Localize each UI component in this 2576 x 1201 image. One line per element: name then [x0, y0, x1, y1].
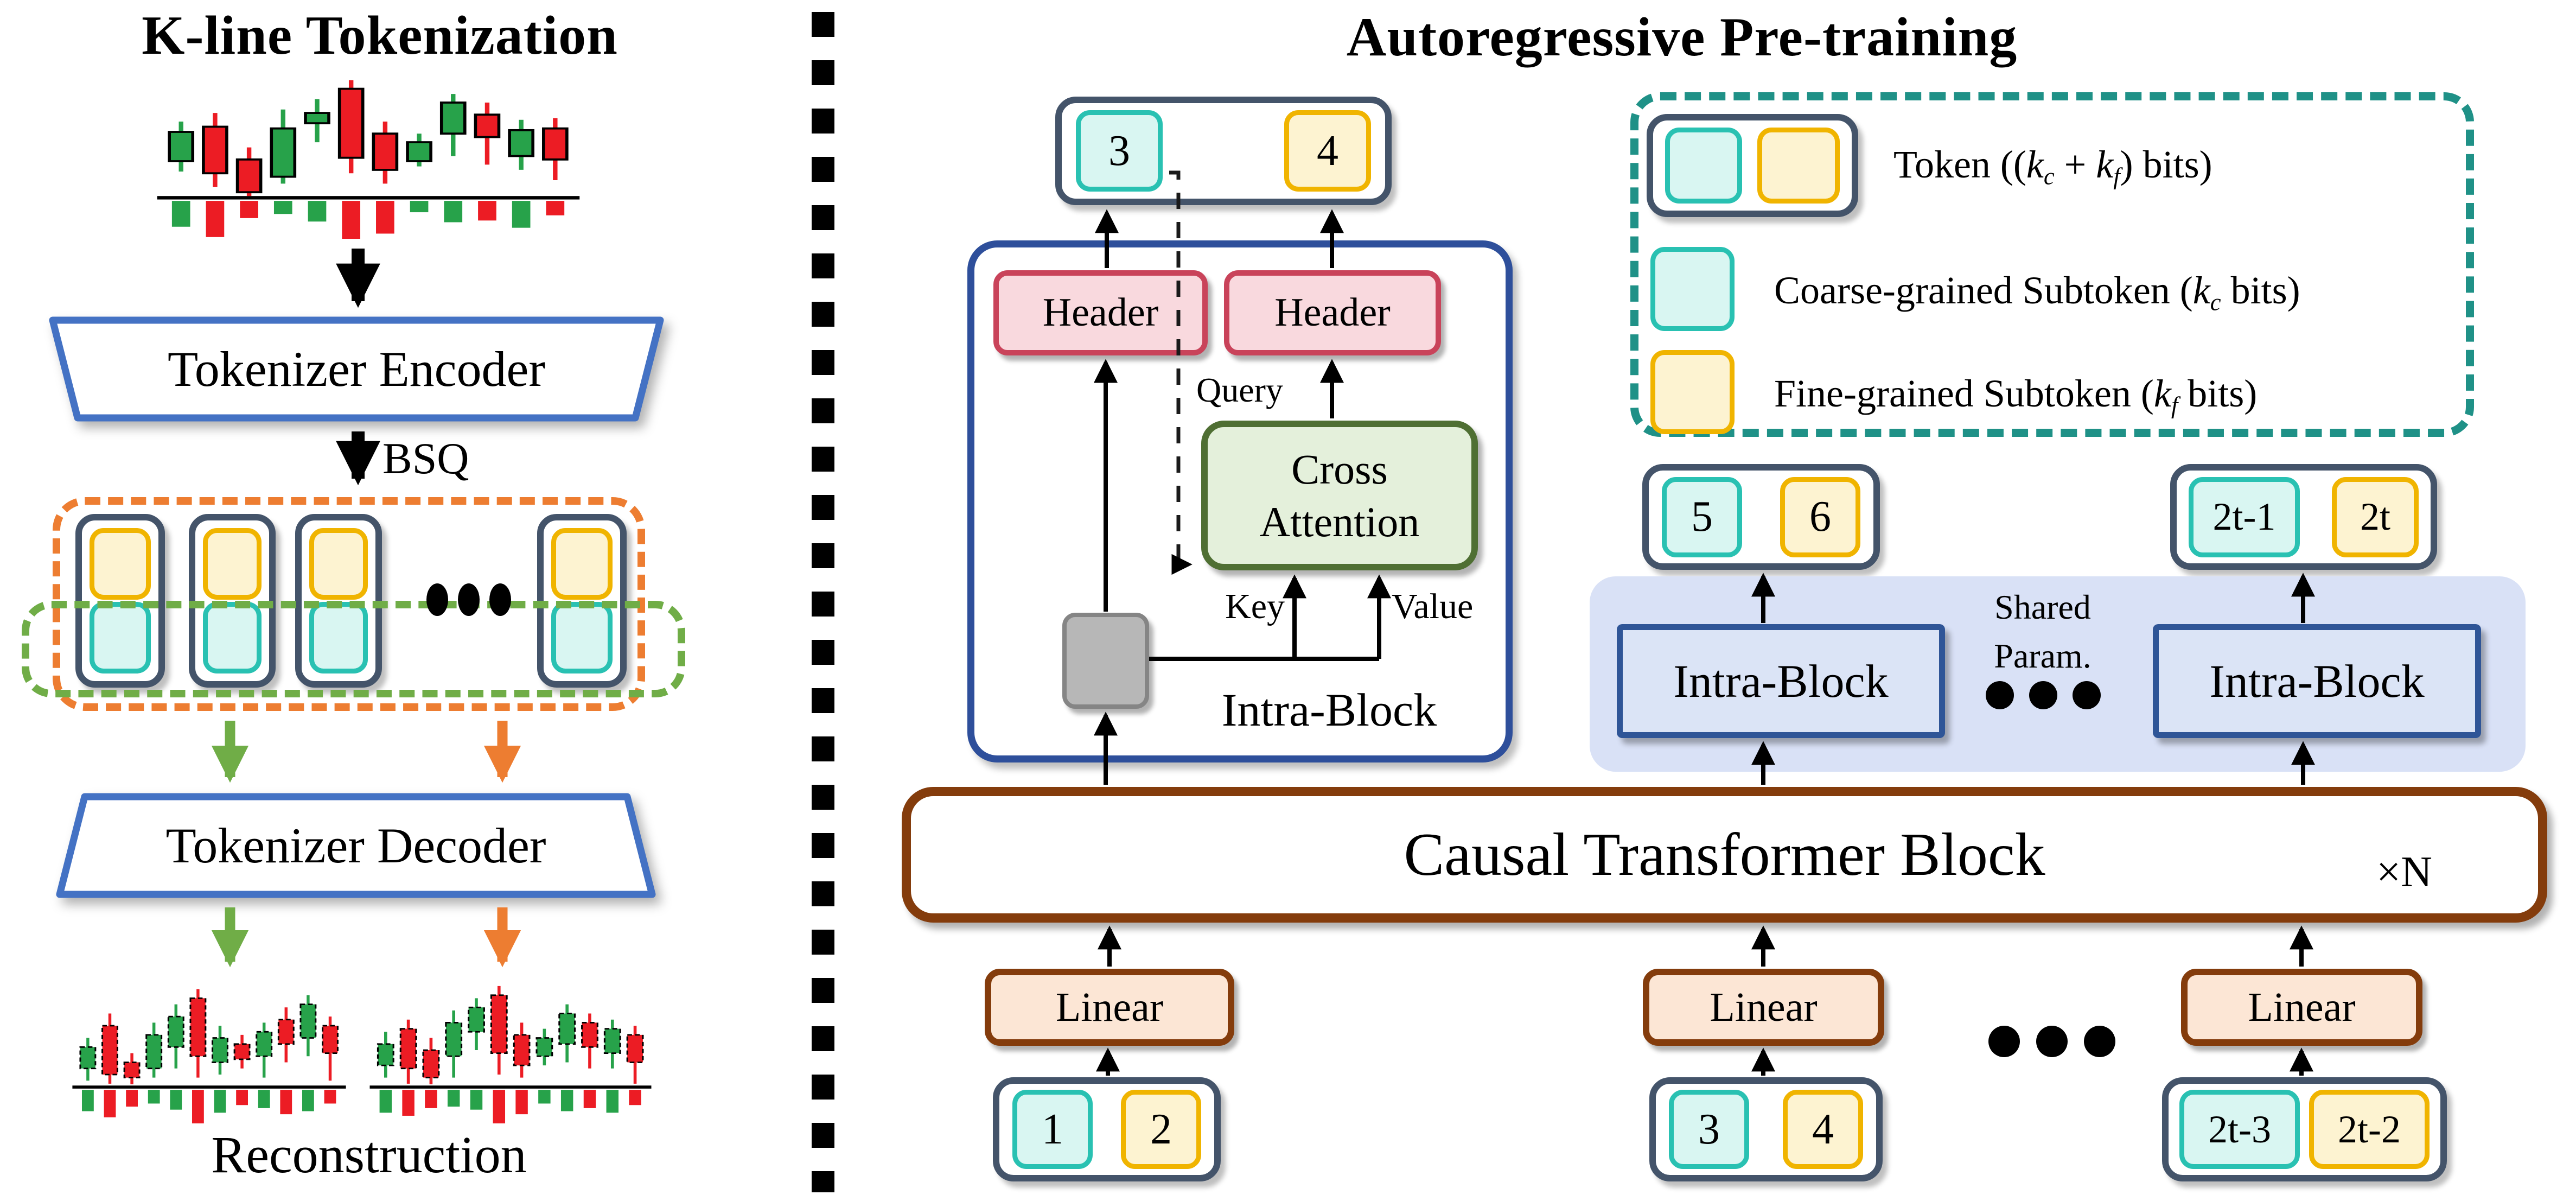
legend-text: bits) [2178, 372, 2258, 415]
legend-fine-icon [1650, 350, 1735, 434]
top-token-pair: 3 4 [1055, 97, 1392, 205]
coarse-subtoken: 3 [1669, 1090, 1749, 1169]
shared-param-line1: Shared [1994, 588, 2091, 626]
legend-math-sub: c [2043, 162, 2055, 190]
coarse-subtoken: 1 [1012, 1090, 1093, 1169]
fine-subtoken [309, 528, 368, 600]
legend-math-k: k [2026, 143, 2044, 186]
cross-attention-line2: Attention [1259, 498, 1420, 545]
ellipsis-dots [426, 583, 511, 619]
coarse-subtoken [90, 602, 151, 673]
hidden-state-box [1062, 613, 1149, 709]
coarse-subtoken: 2t-1 [2189, 476, 2300, 557]
intra-block-right: Intra-Block [2153, 624, 2481, 738]
fine-subtoken [203, 528, 262, 600]
linear-box-2: Linear [1643, 969, 1884, 1046]
tokenizer-decoder-shape [56, 793, 656, 898]
fine-subtoken [90, 528, 151, 600]
linear-box-1: Linear [985, 969, 1234, 1046]
legend-text: Coarse-grained Subtoken ( [1774, 269, 2193, 312]
coarse-subtoken: 2t-3 [2179, 1090, 2300, 1169]
coarse-subtoken [1665, 128, 1742, 204]
fine-subtoken: 2t-2 [2309, 1090, 2430, 1169]
legend-math-k: k [2153, 372, 2171, 415]
fine-subtoken: 4 [1284, 110, 1371, 192]
tokenizer-encoder: Tokenizer Encoder [47, 315, 666, 423]
legend-coarse-icon [1650, 247, 1735, 331]
coarse-subtoken [309, 602, 368, 673]
reconstruction-chart-2 [369, 986, 652, 1123]
coarse-subtoken: 5 [1662, 476, 1742, 557]
legend-coarse-label: Coarse-grained Subtoken (kc bits) [1774, 268, 2300, 316]
header-box-coarse: Header [993, 270, 1208, 355]
linear-box-3: Linear [2181, 969, 2422, 1046]
tokenizer-encoder-label: Tokenizer Encoder [168, 341, 545, 397]
token-pair-3-4: 3 4 [1649, 1077, 1883, 1181]
legend-math-sub: f [2171, 391, 2178, 419]
legend-text: bits) [2221, 269, 2300, 312]
xn-label: ×N [2376, 848, 2432, 896]
value-label: Value [1392, 587, 1474, 626]
reconstruction-label: Reconstruction [211, 1126, 527, 1184]
coarse-row-green-group [22, 601, 685, 697]
intra-block-left: Intra-Block [1617, 624, 1945, 738]
legend-math-sub: c [2210, 288, 2221, 316]
legend-text: + [2054, 143, 2096, 186]
section-divider [812, 12, 834, 1192]
legend-text: ) bits) [2120, 143, 2212, 186]
ellipsis-dots [1986, 681, 2101, 712]
legend-math-k: k [2096, 143, 2114, 186]
reconstruction-chart-1 [72, 989, 346, 1123]
left-panel-title: K-line Tokenization [142, 4, 618, 66]
cross-attention-line1: Cross [1291, 445, 1388, 493]
tokenizer-encoder-shape [49, 316, 664, 422]
legend-math-k: k [2192, 269, 2210, 312]
key-label: Key [1225, 587, 1285, 626]
token-pair-5-6: 5 6 [1642, 464, 1880, 570]
legend-text: Token (( [1893, 143, 2026, 186]
legend-text: Fine-grained Subtoken ( [1774, 372, 2154, 415]
kline-chart [157, 80, 580, 239]
query-label: Query [1196, 371, 1283, 409]
token-pair-2t3-2t2: 2t-3 2t-2 [2162, 1077, 2447, 1181]
legend-fine-label: Fine-grained Subtoken (kf bits) [1774, 371, 2257, 419]
fine-subtoken [1757, 128, 1840, 204]
legend-token-icon [1647, 114, 1858, 217]
token-pair-2t1-2t: 2t-1 2t [2170, 464, 2437, 570]
fine-subtoken: 2t [2332, 476, 2419, 557]
causal-transformer-block: Causal Transformer Block [902, 787, 2547, 923]
legend-math-sub: f [2113, 162, 2120, 190]
bsq-label: BSQ [382, 434, 469, 483]
causal-transformer-block-label: Causal Transformer Block [1404, 821, 2045, 888]
token-pair-1-2: 1 2 [993, 1077, 1221, 1181]
ellipsis-dots [1988, 1026, 2115, 1060]
intra-block-detail-label: Intra-Block [1221, 684, 1437, 736]
coarse-subtoken: 3 [1076, 110, 1163, 192]
tokenizer-decoder: Tokenizer Decoder [54, 791, 658, 900]
fine-subtoken: 6 [1780, 476, 1860, 557]
legend-box [1630, 92, 2474, 437]
fine-subtoken: 4 [1783, 1090, 1863, 1169]
fine-subtoken: 2 [1121, 1090, 1201, 1169]
right-panel-title: Autoregressive Pre-training [1346, 6, 2018, 68]
cross-attention-box: Cross Attention [1201, 421, 1478, 570]
shared-param-line2: Param. [1994, 637, 2092, 675]
legend-token-label: Token ((kc + kf) bits) [1893, 142, 2212, 190]
fine-subtoken [551, 528, 613, 600]
tokenizer-decoder-label: Tokenizer Decoder [165, 818, 546, 873]
header-box-fine: Header [1224, 270, 1441, 355]
